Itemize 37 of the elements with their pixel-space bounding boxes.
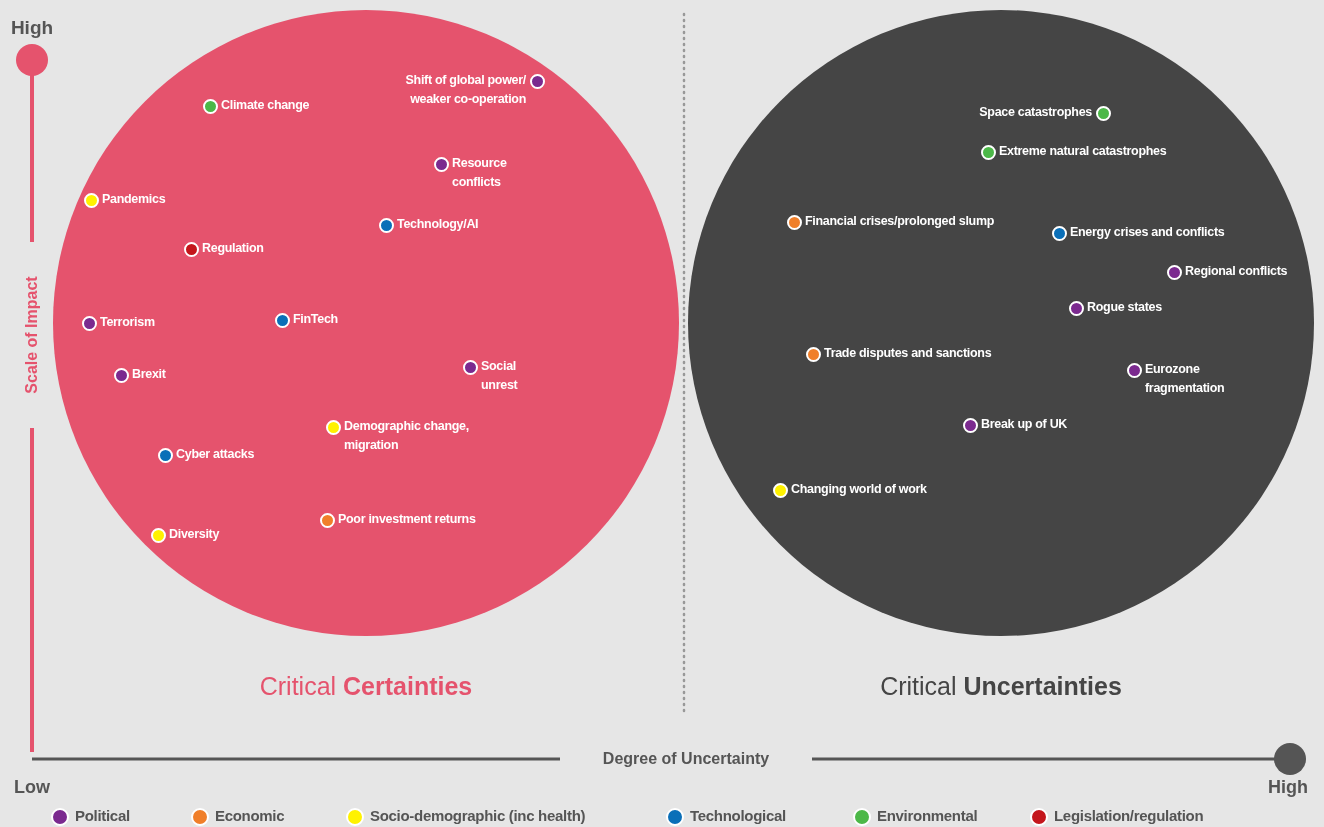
risk-label: Resource conflicts [452,155,508,191]
risk-label: Diversity [169,526,220,543]
risk-label: FinTech [293,311,338,328]
axis-title: Degree of Uncertainty [602,750,770,768]
zone-heading: Critical Uncertainties [880,672,1122,701]
risk-label: Brexit [132,366,166,383]
risk-label: Poor investment returns [338,511,476,528]
risk-label: Regulation [202,240,264,257]
risk-label: Terrorism [100,314,155,331]
legend-label: Economic [215,807,285,824]
legend-label: Legislation/regulation [1054,807,1204,824]
risk-label: Regional conflicts [1185,263,1288,280]
risk-label: Social unrest [481,358,519,394]
risk-label: Pandemics [102,191,166,208]
axis-end-label: High [1268,776,1308,798]
axis-end-label: Low [14,776,50,798]
risk-label: Climate change [221,97,310,114]
risk-label: Eurozone fragmentation [1145,361,1226,397]
legend-label: Environmental [877,807,978,824]
risk-label: Rogue states [1087,299,1162,316]
risk-label: Energy crises and conflicts [1070,224,1225,241]
legend-label: Socio-demographic (inc health) [370,807,586,824]
legend-label: Technological [690,807,786,824]
legend-label: Political [75,807,130,824]
risk-label: Cyber attacks [176,446,255,463]
risk-label: Space catastrophes [979,104,1092,121]
axis-end-label: High [10,17,54,39]
risk-label: Extreme natural catastrophes [999,143,1167,160]
risk-label: Changing world of work [791,481,927,498]
risk-label: Technology/AI [397,216,479,233]
risk-label: Financial crises/prolonged slump [805,213,995,230]
risk-label: Demographic change, migration [344,418,470,454]
risk-label: Break up of UK [981,416,1068,433]
axis-title: Scale of Impact [23,276,41,394]
risk-label: Shift of global power/ weaker co-operation [404,72,526,108]
risk-label: Trade disputes and sanctions [824,345,992,362]
zone-heading: Critical Certainties [259,672,473,701]
